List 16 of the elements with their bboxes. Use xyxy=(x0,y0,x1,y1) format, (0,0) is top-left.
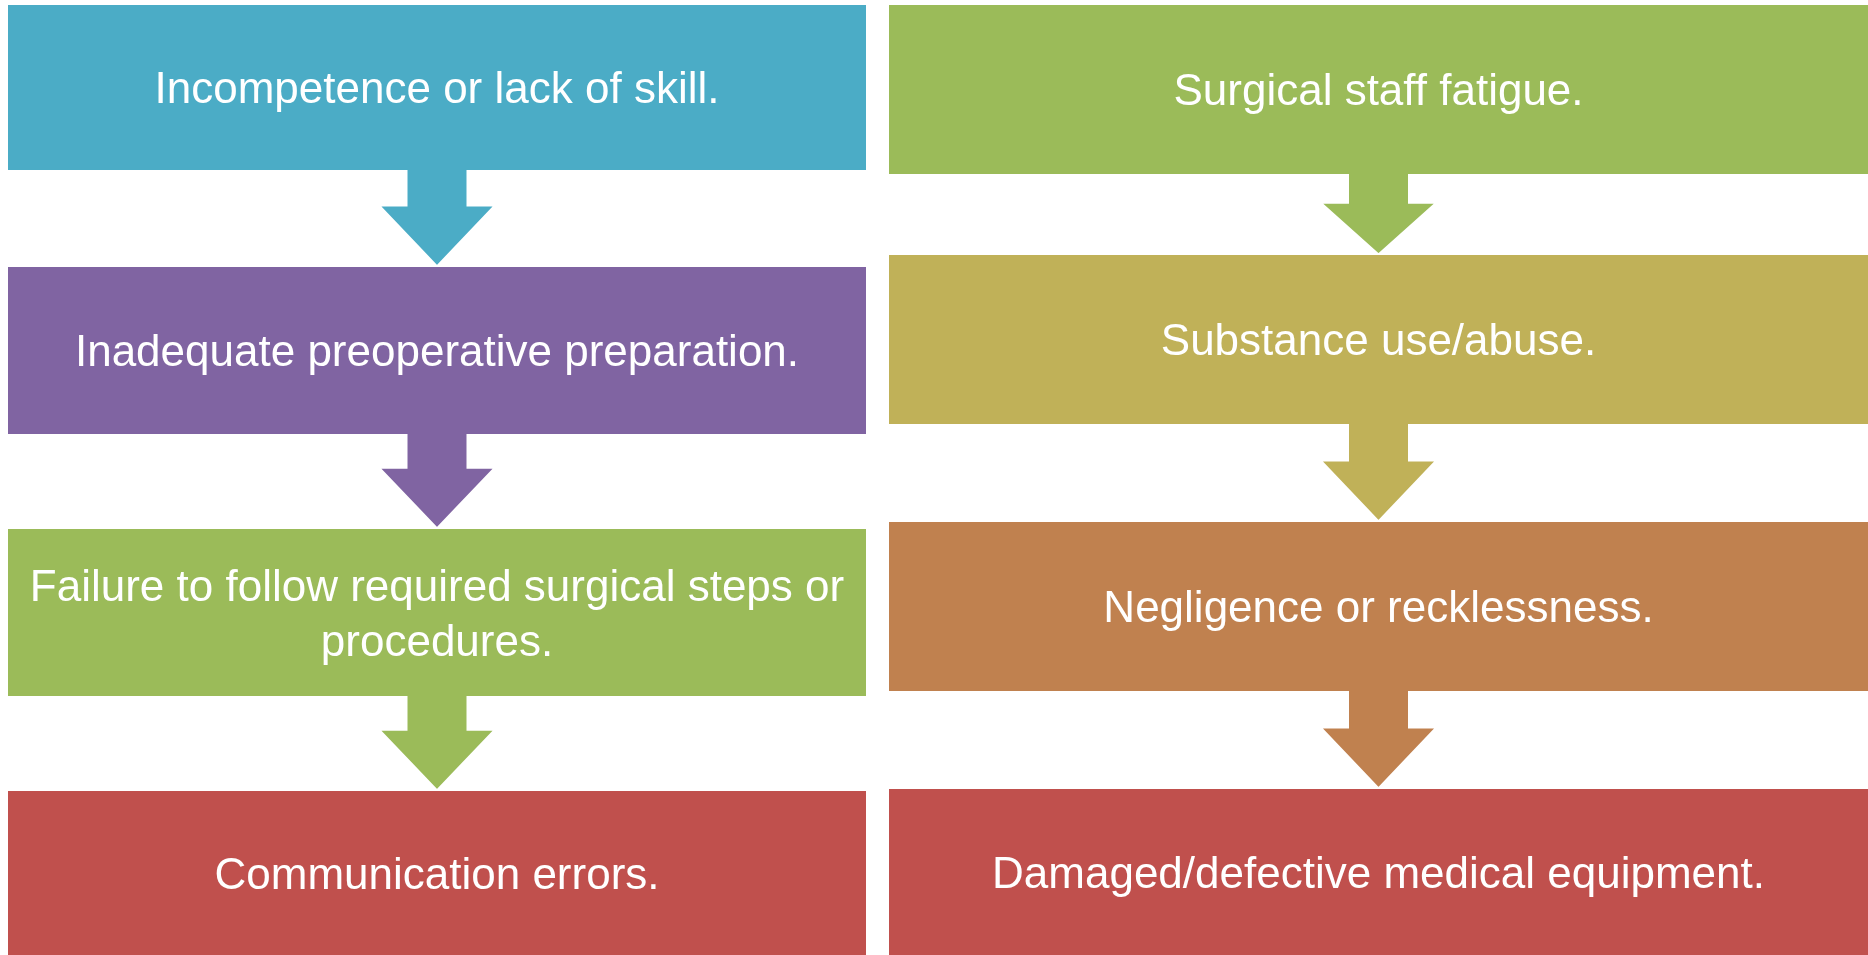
process-box xyxy=(889,5,1868,174)
box-label: Communication errors. xyxy=(214,847,660,900)
box-label: Surgical staff fatigue. xyxy=(1173,64,1584,116)
process-box xyxy=(889,522,1868,691)
box-label: Negligence or recklessness. xyxy=(1103,581,1654,633)
process-box xyxy=(8,529,866,696)
process-box xyxy=(889,789,1868,955)
box-label: Inadequate preoperative preparation. xyxy=(74,325,800,377)
process-box xyxy=(8,267,866,434)
box-label: Failure to follow required surgical steps or procedures. xyxy=(28,559,846,667)
box-label: Incompetence or lack of skill. xyxy=(154,62,720,114)
box-label: Damaged/defective medical equipment. xyxy=(992,846,1765,899)
process-box xyxy=(8,5,866,170)
process-box xyxy=(889,255,1868,424)
process-box xyxy=(8,791,866,955)
box-label: Substance use/abuse. xyxy=(1160,314,1597,366)
